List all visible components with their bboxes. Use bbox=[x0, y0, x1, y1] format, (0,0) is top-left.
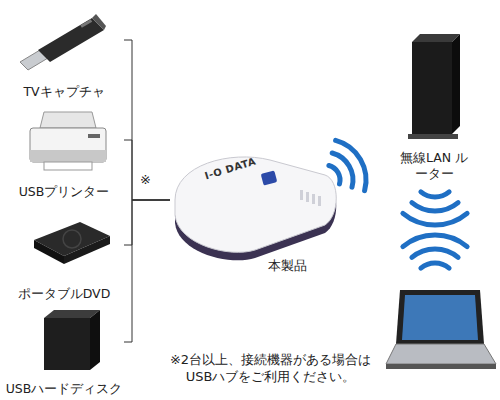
node-label: 本製品 bbox=[268, 258, 307, 275]
device-node: ポータブルDVD bbox=[4, 210, 124, 302]
footnote-mark: ※ bbox=[140, 172, 151, 189]
device-node: USBプリンター bbox=[4, 105, 124, 200]
node-label: USBハードディスク bbox=[4, 381, 124, 397]
router-node: 無線LAN ルーター bbox=[386, 30, 482, 182]
laptop-icon bbox=[386, 290, 496, 369]
cable-line bbox=[124, 200, 170, 342]
cable-line bbox=[124, 40, 170, 200]
device-node: USBハードディスク bbox=[4, 305, 124, 397]
footnote: ※2台以上、接続機器がある場合は USBハブをご利用ください。 bbox=[163, 352, 378, 386]
node-label: TVキャプチャ bbox=[4, 84, 124, 100]
wireless-waves bbox=[329, 140, 366, 190]
printer-icon bbox=[30, 112, 106, 170]
product-device bbox=[175, 157, 336, 260]
dvd-drive-icon bbox=[34, 222, 110, 264]
cable-line bbox=[124, 200, 170, 245]
wireless-waves bbox=[403, 192, 467, 268]
cable-line bbox=[124, 140, 170, 200]
node-label: ポータブルDVD bbox=[4, 286, 124, 302]
hard-disk-icon bbox=[44, 310, 100, 370]
node-label: USBプリンター bbox=[4, 184, 124, 200]
router-icon bbox=[408, 34, 460, 139]
device-node: TVキャプチャ bbox=[4, 5, 124, 100]
tv-capture-stick bbox=[20, 14, 106, 70]
node-label: 無線LAN ルーター bbox=[399, 150, 469, 183]
